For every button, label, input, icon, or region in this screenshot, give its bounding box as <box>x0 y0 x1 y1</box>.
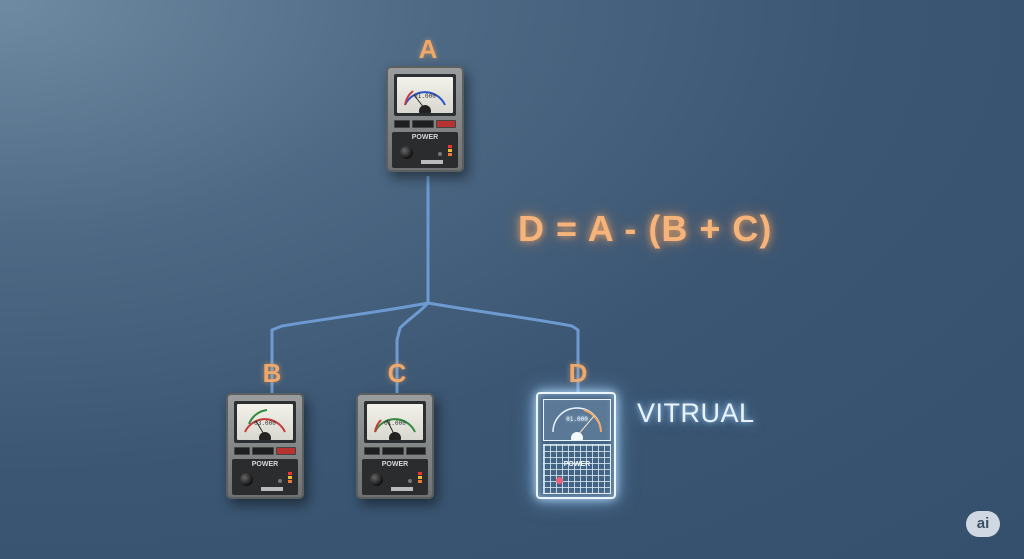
mode-switch[interactable] <box>252 447 274 455</box>
meter-a: 01.000 POWER <box>386 66 464 172</box>
mode-switch[interactable] <box>382 447 404 455</box>
range-switch[interactable] <box>234 447 250 455</box>
meter-readout: 01.000 <box>566 416 588 423</box>
gauge-arc-icon <box>552 407 602 440</box>
switch-row <box>234 447 296 455</box>
virtual-grid-panel: POWER <box>543 444 611 494</box>
ai-watermark-badge: ai <box>966 511 1000 537</box>
wire-to-d <box>427 301 580 393</box>
power-knob[interactable] <box>370 473 383 486</box>
power-knob[interactable] <box>240 473 253 486</box>
name-plate <box>261 487 283 491</box>
switch-row <box>394 120 456 128</box>
range-switch[interactable] <box>394 120 410 128</box>
meter-readout: 01.000 <box>414 93 436 100</box>
meter-face: 01.000 <box>394 74 456 116</box>
meter-face: 03.000 <box>234 401 296 443</box>
control-panel: POWER <box>232 459 298 495</box>
power-label: POWER <box>563 461 591 468</box>
gauge-arc-icon <box>244 409 286 440</box>
mode-switch[interactable] <box>412 120 434 128</box>
wire-to-b <box>270 301 429 393</box>
red-switch[interactable] <box>276 447 296 455</box>
virtual-dial: 01.000 <box>543 399 611 441</box>
gauge-arc-icon <box>404 90 446 113</box>
node-label-b: B <box>262 358 282 388</box>
input-jack-icon <box>278 479 282 483</box>
virtual-label: VITRUAL <box>637 398 755 428</box>
meter-readout: 01.000 <box>384 420 406 427</box>
meter-dial: 03.000 <box>237 404 293 440</box>
gauge-arc-icon <box>374 418 416 440</box>
meter-c: 01.000 POWER <box>356 393 434 499</box>
control-panel: POWER <box>362 459 428 495</box>
status-leds <box>418 472 423 484</box>
meter-face: 01.000 <box>364 401 426 443</box>
meter-d-virtual: 01.000 POWER <box>536 392 616 499</box>
node-label-d: D <box>568 358 588 388</box>
name-plate <box>391 487 413 491</box>
meter-readout: 03.000 <box>254 420 276 427</box>
node-label-c: C <box>387 358 407 388</box>
formula-text: D = A - (B + C) <box>518 208 773 249</box>
switch-row <box>364 447 426 455</box>
meter-dial: 01.000 <box>367 404 423 440</box>
power-label: POWER <box>251 461 279 468</box>
node-label-a: A <box>418 34 438 64</box>
status-leds <box>288 472 293 484</box>
control-panel: POWER <box>392 132 458 168</box>
meter-dial: 01.000 <box>397 77 453 113</box>
meter-b: 03.000 POWER <box>226 393 304 499</box>
red-switch[interactable] <box>436 120 456 128</box>
status-dot-icon <box>556 477 563 484</box>
input-jack-icon <box>408 479 412 483</box>
input-jack-icon <box>438 152 442 156</box>
name-plate <box>421 160 443 164</box>
power-label: POWER <box>381 461 409 468</box>
status-leds <box>448 145 453 157</box>
power-knob[interactable] <box>400 146 413 159</box>
range-switch[interactable] <box>364 447 380 455</box>
dark-switch[interactable] <box>406 447 426 455</box>
power-label: POWER <box>411 134 439 141</box>
wire-to-c <box>395 301 430 393</box>
